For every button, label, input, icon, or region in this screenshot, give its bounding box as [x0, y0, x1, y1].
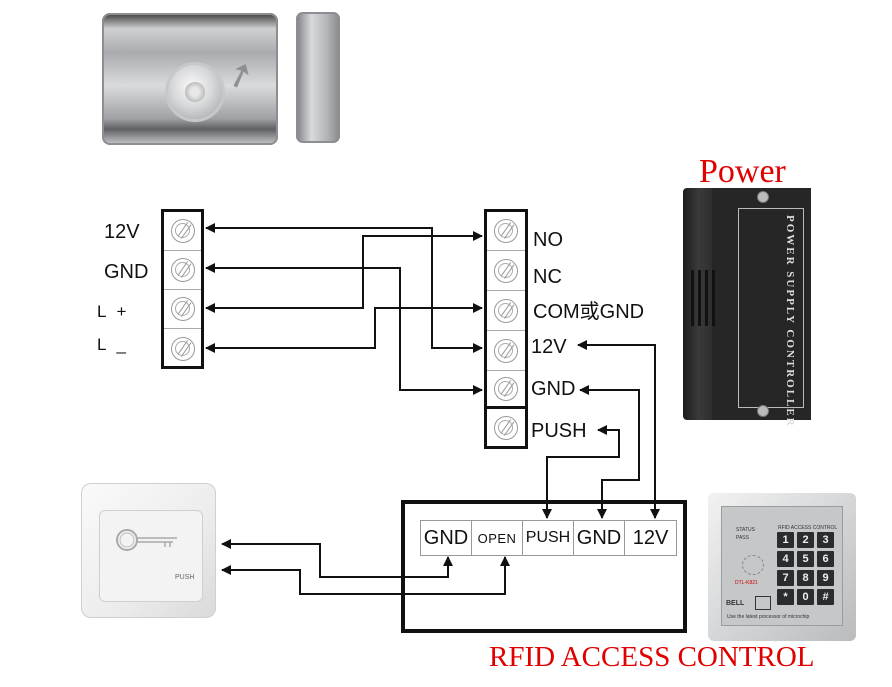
keypad-model-label: DTL-K821 — [735, 580, 758, 586]
lock-label-l-plus: L + — [97, 302, 127, 321]
screw-icon — [170, 297, 195, 321]
keypad-key[interactable]: 4 — [777, 551, 794, 567]
exit-button-face — [99, 510, 203, 602]
terminal-screw-push — [487, 409, 525, 446]
key-icon — [116, 529, 177, 551]
lock-terminal-block — [161, 209, 204, 369]
screw-icon — [170, 258, 195, 282]
lock-label-l-minus: L _ — [97, 335, 127, 354]
lock-label-gnd: GND — [104, 261, 149, 283]
controller-label-gnd-2: GND — [574, 521, 625, 555]
wire-lock-12v-to-power-12v — [205, 223, 483, 353]
wire-power-push-to-controller-push — [542, 425, 620, 519]
controller-label-12v: 12V — [632, 526, 669, 549]
psu-front — [712, 188, 811, 420]
keypad-key[interactable]: 9 — [817, 570, 834, 586]
power-label-nc: NC — [533, 266, 562, 288]
power-label-no: NO — [533, 229, 563, 251]
keypad-pass-label: PASS — [736, 535, 749, 541]
keypad-bell-label: BELL — [726, 600, 745, 607]
keypad-key[interactable]: 6 — [817, 551, 834, 567]
lock-strike-plate — [296, 12, 340, 143]
bell-icon — [755, 596, 771, 610]
screw-icon — [494, 298, 518, 323]
keypad-key[interactable]: 2 — [797, 532, 814, 548]
screw-icon — [494, 415, 518, 440]
terminal-screw-12v — [487, 331, 525, 371]
lock-label-12v: 12V — [104, 221, 140, 243]
keypad-key[interactable]: 5 — [797, 551, 814, 567]
controller-label-push: PUSH — [523, 521, 574, 555]
wire-power-gnd-to-controller-gnd — [579, 385, 640, 519]
keypad-status-label: STATUS — [736, 527, 755, 533]
keypad-key[interactable]: 8 — [797, 570, 814, 586]
wire-exit-to-controller-open — [221, 556, 510, 595]
terminal-screw-nc — [487, 251, 525, 291]
psu-label-text: POWER SUPPLY CONTROLLER — [784, 215, 796, 428]
keypad-key[interactable]: # — [817, 589, 834, 605]
terminal-screw-gnd — [487, 371, 525, 409]
keypad-key[interactable]: 3 — [817, 532, 834, 548]
keypad-key[interactable]: 0 — [797, 589, 814, 605]
wire-lock-lminus-to-power-com — [205, 303, 483, 353]
controller-label-open: OPEN — [472, 521, 523, 555]
psu-vent — [705, 270, 708, 326]
psu-screw — [757, 191, 769, 203]
terminal-screw-no — [487, 212, 525, 251]
terminal-screw-gnd — [164, 251, 201, 290]
psu-label-panel — [738, 208, 804, 408]
terminal-screw-l-plus — [164, 290, 201, 329]
wire-exit-to-controller-gnd — [221, 539, 453, 578]
psu-vent — [691, 270, 694, 326]
screw-icon — [170, 336, 195, 361]
keypad-key[interactable]: 7 — [777, 570, 794, 586]
wire-power-12v-to-controller-12v — [577, 340, 660, 519]
exit-button-label: PUSH — [175, 574, 195, 581]
wire-lock-lplus-to-power-no — [205, 231, 483, 313]
psu-vent — [698, 270, 701, 326]
keypad-keys: 1 2 3 4 5 6 7 8 9 * 0 # — [777, 532, 834, 605]
power-label-gnd: GND — [531, 378, 576, 400]
keypad-brand-label: RFID ACCESS CONTROL — [778, 525, 838, 531]
keypad-key[interactable]: * — [777, 589, 794, 605]
screw-icon — [494, 376, 518, 401]
power-terminal-block — [484, 209, 528, 449]
screw-icon — [494, 219, 518, 243]
screw-icon — [494, 338, 518, 363]
psu-screw — [757, 405, 769, 417]
rfid-access-control-title: RFID ACCESS CONTROL — [489, 641, 815, 673]
rfid-reader-icon — [742, 555, 764, 575]
wire-lock-gnd-to-power-gnd — [205, 263, 483, 395]
psu-vent — [712, 270, 715, 326]
keypad-key[interactable]: 1 — [777, 532, 794, 548]
screw-icon — [170, 219, 195, 243]
terminal-screw-12v — [164, 212, 201, 251]
power-label-com-gnd: COM或GND — [533, 301, 645, 323]
power-title: Power — [699, 153, 786, 190]
terminal-screw-com — [487, 291, 525, 331]
power-label-12v: 12V — [531, 336, 567, 358]
keypad-footer-text: Use the latest processor of microchip — [727, 614, 810, 620]
terminal-screw-l-minus — [164, 329, 201, 368]
lock-keyhole — [185, 82, 205, 102]
screw-icon — [494, 258, 518, 283]
